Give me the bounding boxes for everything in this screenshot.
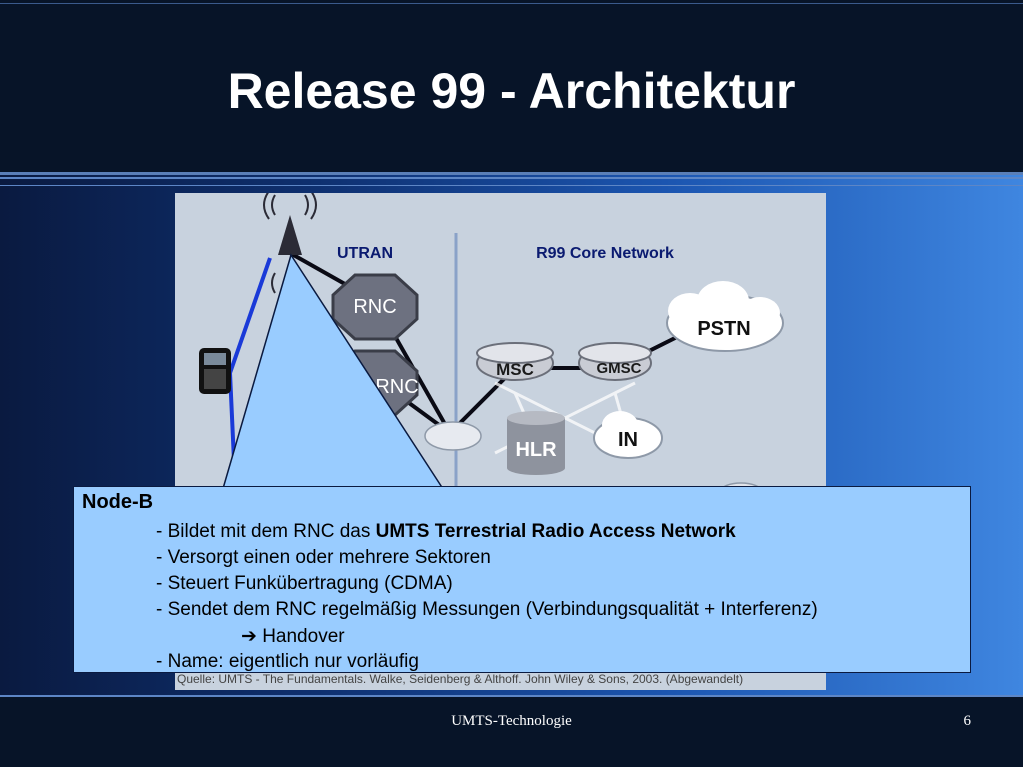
radio-link — [228, 257, 272, 374]
svg-text:RNC: RNC — [375, 376, 418, 398]
callout-line-5: ➔ Handover — [241, 626, 345, 647]
svg-text:RNC: RNC — [353, 296, 396, 318]
svg-text:HLR: HLR — [515, 439, 557, 461]
antenna-icon-2 — [271, 272, 276, 294]
callout-line-2: - Versorgt einen oder mehrere Sektoren — [156, 547, 491, 568]
gmsc-node: GMSC — [578, 342, 652, 381]
utran-label: UTRAN — [337, 245, 393, 262]
mobile-phone-icon — [199, 348, 231, 394]
transport-cloud — [424, 421, 482, 451]
pstn-cloud: PSTN — [666, 281, 784, 352]
core-network-label: R99 Core Network — [536, 245, 674, 262]
hlr-database: HLR — [507, 411, 565, 475]
slide-title: Release 99 - Architektur — [227, 63, 796, 119]
callout-line-3: - Steuert Funkübertragung (CDMA) — [156, 573, 453, 594]
in-cloud: IN — [593, 411, 663, 459]
title-band — [0, 0, 1023, 175]
page-number: 6 — [963, 713, 972, 729]
arrow-icon: ➔ — [241, 626, 257, 647]
svg-text:IN: IN — [618, 429, 638, 451]
footer-title: UMTS-Technologie — [451, 713, 572, 729]
msc-node: MSC — [476, 342, 554, 381]
node-b-callout: Node-B - Bildet mit dem RNC das UMTS Ter… — [73, 486, 971, 673]
callout-heading: Node-B — [82, 491, 154, 513]
callout-line-6: - Name: eigentlich nur vorläufig — [156, 651, 419, 672]
callout-line-1: - Bildet mit dem RNC das UMTS Terrestria… — [156, 521, 736, 542]
footer-band — [0, 695, 1023, 767]
rnc-node-1: RNC — [331, 273, 419, 341]
source-citation: Quelle: UMTS - The Fundamentals. Walke, … — [177, 672, 744, 686]
svg-text:MSC: MSC — [496, 360, 534, 379]
svg-text:PSTN: PSTN — [697, 318, 750, 340]
svg-text:GMSC: GMSC — [597, 360, 642, 377]
callout-line-4: - Sendet dem RNC regelmäßig Messungen (V… — [156, 599, 818, 620]
antenna-icon — [263, 193, 317, 255]
